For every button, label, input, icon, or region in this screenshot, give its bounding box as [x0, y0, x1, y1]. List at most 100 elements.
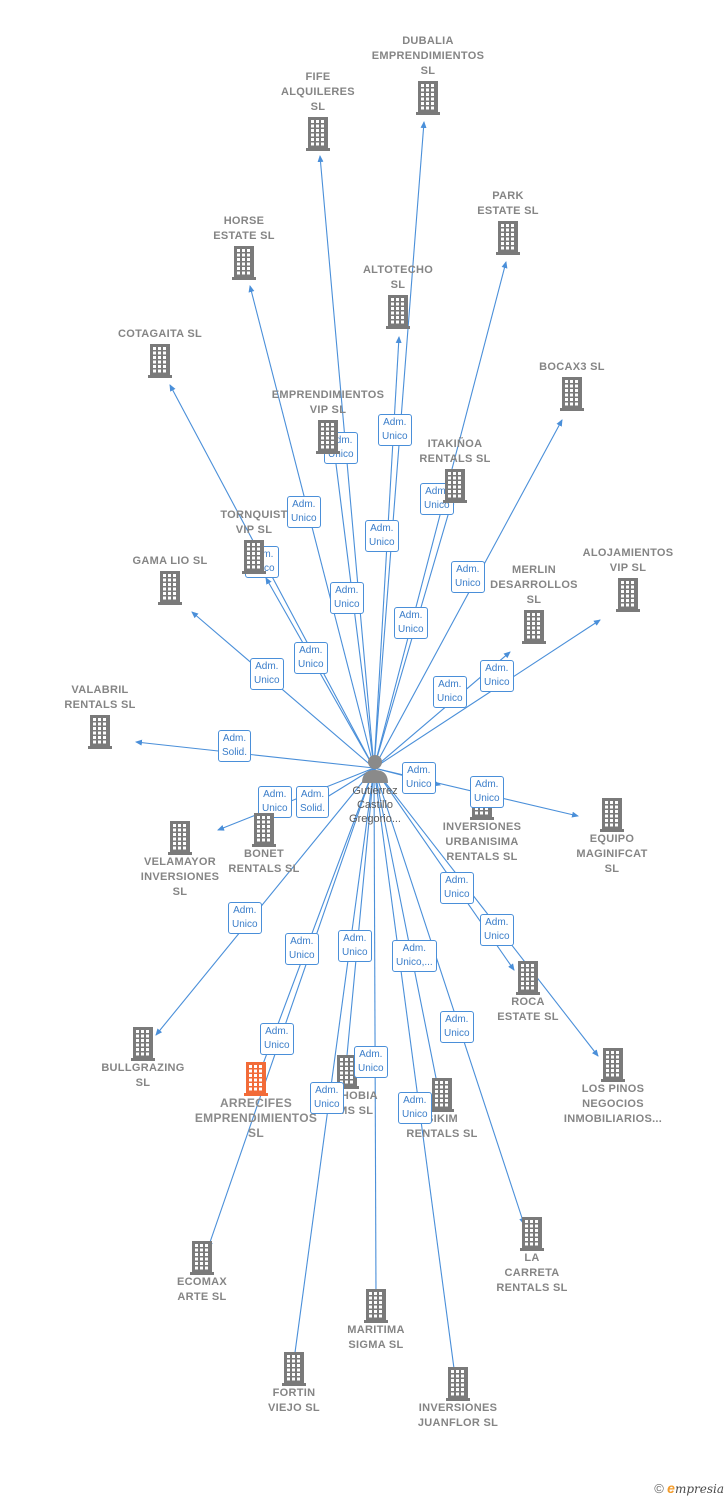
role-badge-emprendimientos_vip[interactable]: Adm. Unico [330, 582, 364, 614]
company-node-sikim[interactable]: SIKIM RENTALS SL [367, 1076, 517, 1142]
company-node-cotagaita[interactable]: COTAGAITA SL [85, 327, 235, 378]
company-name: MARITIMA SIGMA SL [347, 1324, 405, 1351]
edge-bullgrazing [155, 767, 375, 1036]
company-name: INVERSIONES JUANFLOR SL [417, 1402, 499, 1429]
role-badge-maritima[interactable]: Adm. Unico [354, 1046, 388, 1078]
company-name: ARRECIFES EMPRENDIMIENTOS SL [194, 1096, 318, 1140]
role-badge-mephobia[interactable]: Adm. Unico [338, 930, 372, 962]
company-node-bonet[interactable]: BONET RENTALS SL [189, 811, 339, 877]
company-node-juanflor[interactable]: INVERSIONES JUANFLOR SL [383, 1365, 533, 1431]
building-icon [168, 821, 192, 855]
role-badge-gamalio[interactable]: Adm. Unico [250, 658, 284, 690]
role-badge-merlin[interactable]: Adm. Unico [433, 676, 467, 708]
company-node-lospinos[interactable]: LOS PINOS NEGOCIOS INMOBILIARIOS... [538, 1046, 688, 1127]
building-icon [252, 813, 276, 847]
company-name: SIKIM RENTALS SL [406, 1113, 478, 1140]
role-badge-bonet[interactable]: Adm. Solid. [296, 786, 330, 818]
role-badge-ecomax[interactable]: Adm. Unico [285, 933, 319, 965]
role-badge-roca[interactable]: Adm. Unico [440, 872, 474, 904]
role-badge-lacarreta[interactable]: Adm. Unico [440, 1011, 474, 1043]
building-icon [446, 1367, 470, 1401]
building-icon [430, 1078, 454, 1112]
brand-footer[interactable]: © empresia [654, 1480, 724, 1496]
building-icon [190, 1241, 214, 1275]
building-icon [386, 295, 410, 329]
role-badge-bullgrazing[interactable]: Adm. Unico [228, 902, 262, 934]
company-node-tornquist[interactable]: TORNQUIST VIP SL [179, 508, 329, 574]
role-badge-lospinos[interactable]: Adm. Unico [480, 914, 514, 946]
role-badge-juanflor[interactable]: Adm. Unico [398, 1092, 432, 1124]
role-badge-altotecho[interactable]: Adm. Unico [365, 520, 399, 552]
role-badge-velamayor[interactable]: Adm. Unico [258, 786, 292, 818]
building-icon [88, 715, 112, 749]
edge-ecomax [207, 767, 375, 1249]
role-badge-itakinoa[interactable]: Adm. Unico [394, 607, 428, 639]
company-name: EQUIPO MAGINIFCAT SL [576, 833, 648, 875]
company-name: GAMA LIO SL [132, 555, 208, 567]
company-name: BONET RENTALS SL [228, 848, 300, 875]
role-badge-bocax3[interactable]: Adm. Unico [451, 561, 485, 593]
edge-juanflor [373, 767, 458, 1377]
company-node-fife[interactable]: FIFE ALQUILERES SL [243, 70, 393, 151]
role-badge-alojamientos[interactable]: Adm. Unico [480, 660, 514, 692]
building-icon [282, 1352, 306, 1386]
role-badge-sikim[interactable]: Adm. Unico,... [392, 940, 437, 972]
company-node-merlin[interactable]: MERLIN DESARROLLOS SL [459, 563, 609, 644]
building-icon [516, 961, 540, 995]
company-node-roca[interactable]: ROCA ESTATE SL [453, 959, 603, 1025]
role-badge-fortin[interactable]: Adm. Unico [310, 1082, 344, 1114]
company-name: VALABRIL RENTALS SL [64, 684, 136, 711]
company-node-maritima[interactable]: MARITIMA SIGMA SL [301, 1287, 451, 1353]
company-node-park[interactable]: PARK ESTATE SL [433, 189, 583, 255]
company-node-horse[interactable]: HORSE ESTATE SL [169, 214, 319, 280]
company-node-equipo[interactable]: EQUIPO MAGINIFCAT SL [537, 796, 687, 877]
company-node-ecomax[interactable]: ECOMAX ARTE SL [127, 1239, 277, 1305]
company-node-fortin[interactable]: FORTIN VIEJO SL [219, 1350, 369, 1416]
edge-valabril [135, 739, 375, 769]
company-name: ITAKIÑOA RENTALS SL [419, 438, 491, 465]
role-badge-dubalia[interactable]: Adm. Unico [378, 414, 412, 446]
company-node-bullgrazing[interactable]: BULLGRAZING SL [68, 1025, 218, 1091]
edge-lacarreta [373, 767, 525, 1225]
edge-mephobia [343, 767, 375, 1067]
role-badge-inversiones_urbanisima[interactable]: Adm. Unico [402, 762, 436, 794]
edge-alojamientos [373, 619, 601, 769]
company-name: ROCA ESTATE SL [497, 996, 559, 1023]
building-icon [148, 344, 172, 378]
role-badge-horse[interactable]: Adm. Unico [287, 496, 321, 528]
company-name: HORSE ESTATE SL [213, 215, 275, 242]
building-icon [232, 246, 256, 280]
role-badge-equipo[interactable]: Adm. Unico [470, 776, 504, 808]
company-name: LOS PINOS NEGOCIOS INMOBILIARIOS... [563, 1083, 663, 1125]
building-icon [306, 117, 330, 151]
building-icon [158, 571, 182, 605]
edge-fortin [291, 767, 375, 1361]
company-node-valabril[interactable]: VALABRIL RENTALS SL [25, 683, 175, 749]
person-node[interactable]: Gutierrez Castillo Gregorio... [330, 752, 420, 826]
role-badge-valabril[interactable]: Adm. Solid. [218, 730, 252, 762]
company-node-gamalio[interactable]: GAMA LIO SL [95, 554, 245, 605]
company-node-dubalia[interactable]: DUBALIA EMPRENDIMIENTOS SL [353, 34, 503, 115]
company-name: FIFE ALQUILERES SL [281, 71, 355, 113]
building-icon [316, 420, 340, 454]
company-node-lacarreta[interactable]: LA CARRETA RENTALS SL [457, 1215, 607, 1296]
company-name: VELAMAYOR INVERSIONES SL [140, 856, 220, 898]
building-icon [601, 1048, 625, 1082]
company-node-velamayor[interactable]: VELAMAYOR INVERSIONES SL [105, 819, 255, 900]
company-node-altotecho[interactable]: ALTOTECHO SL [323, 263, 473, 329]
building-icon [416, 81, 440, 115]
company-node-arrecifes[interactable]: ARRECIFES EMPRENDIMIENTOS SL [181, 1060, 331, 1141]
company-node-itakinoa[interactable]: ITAKIÑOA RENTALS SL [380, 437, 530, 503]
role-badge-tornquist[interactable]: Adm. Unico [294, 642, 328, 674]
company-node-alojamientos[interactable]: ALOJAMIENTOS VIP SL [553, 546, 703, 612]
edge-altotecho [373, 336, 402, 769]
company-name: BULLGRAZING SL [101, 1062, 185, 1089]
company-node-emprendimientos_vip[interactable]: EMPRENDIMIENTOS VIP SL [253, 388, 403, 454]
edge-bocax3 [373, 419, 563, 769]
role-badge-arrecifes[interactable]: Adm. Unico [260, 1023, 294, 1055]
company-name: FORTIN VIEJO SL [268, 1387, 320, 1414]
edge-arrecifes [259, 767, 375, 1073]
company-node-bocax3[interactable]: BOCAX3 SL [497, 360, 647, 411]
building-icon [600, 798, 624, 832]
